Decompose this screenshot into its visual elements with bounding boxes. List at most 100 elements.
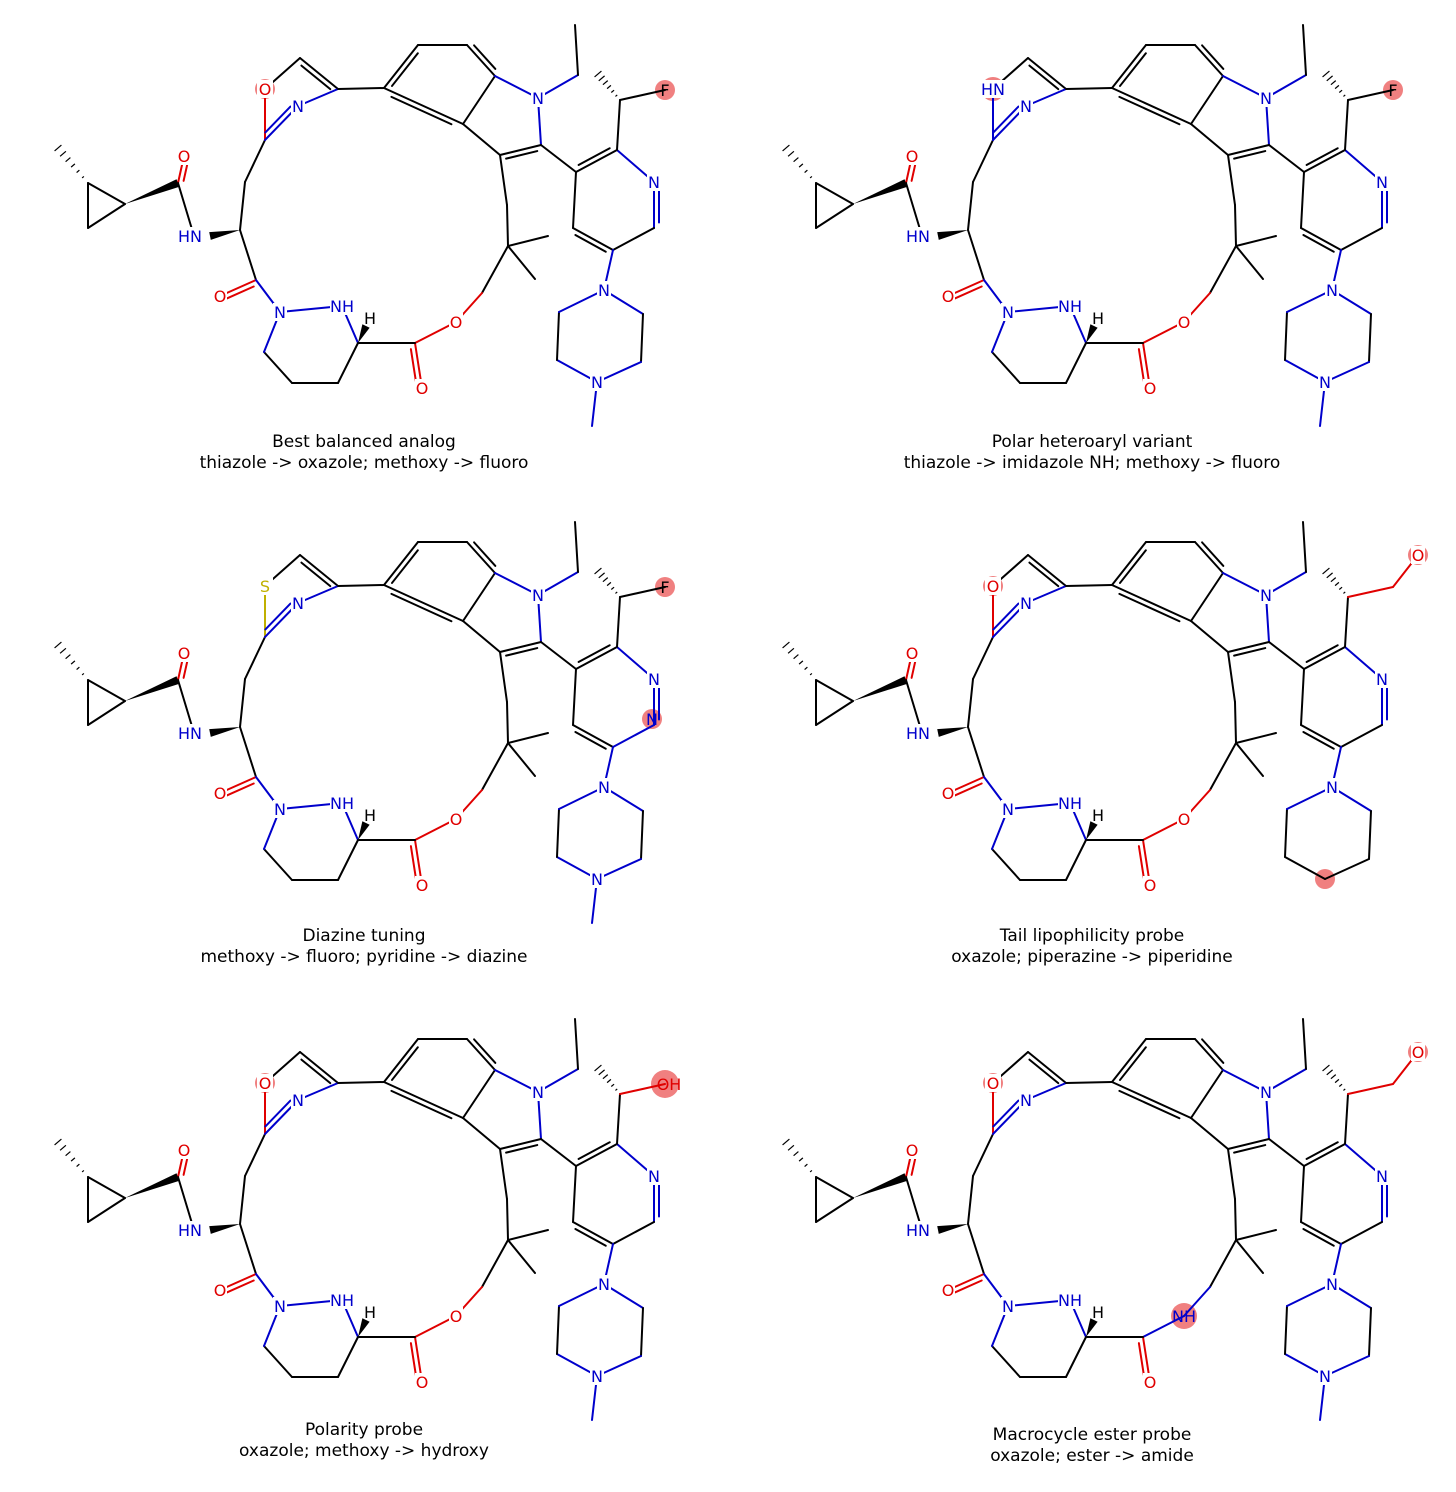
six-ring-bond [1300, 668, 1305, 726]
ketone-bond-second [225, 285, 255, 300]
side-chain-bond [616, 99, 621, 151]
six-ring-bond [1303, 1143, 1346, 1167]
cyclopropane-wedge-bond [853, 676, 908, 701]
hydrazine-ring-bond [991, 848, 1021, 881]
stereo-h-wedge [1086, 1318, 1098, 1337]
cyclopropane-wedge-bond [125, 676, 180, 701]
hydrazine-n-label: N [274, 1297, 286, 1316]
hydrazine-nh-label: NH [1058, 297, 1082, 316]
hydrazine-ring-bond [991, 351, 1021, 384]
benzo-bond [383, 584, 464, 622]
macrocycle-bond [1227, 1148, 1236, 1200]
ring5-double-bond [1027, 57, 1067, 90]
cyclopropane-bond [87, 679, 126, 702]
pyrrole-double-bond [499, 144, 542, 156]
alpha-wedge-bond [209, 1224, 240, 1234]
gem-methyl-bond [1235, 732, 1277, 744]
macrocycle-bond [481, 1239, 509, 1288]
benzo-bond-second [390, 95, 453, 126]
side-chain-bond [1344, 99, 1349, 151]
gem-methyl-bond [1235, 235, 1277, 247]
tail-ring-bond [556, 1305, 560, 1355]
aryl-link-bond [1268, 144, 1305, 173]
hydrazine-ring-bond [263, 848, 293, 881]
benzo-bond [466, 1038, 496, 1071]
ester-carbonyl-bond-second [1137, 1342, 1146, 1379]
benzo-bond-second [1118, 1089, 1181, 1120]
benzo-bond [1111, 541, 1147, 586]
tail-n4-label: N [591, 373, 603, 392]
methyl-hash-bond [54, 144, 89, 184]
hydrazine-ring-bond [337, 839, 359, 881]
hydrazine-ring-bond [1065, 1336, 1087, 1378]
tail-n-label: N [1326, 778, 1338, 797]
ester-carbonyl-bond-second [409, 348, 418, 385]
pyrrole-double-bond [499, 1138, 542, 1150]
ester-carbonyl-bond-second [409, 1342, 418, 1379]
ring5-cn-double-bond-second [264, 602, 292, 631]
tail-ring-bond [558, 786, 605, 810]
biaryl-bond [1065, 1081, 1113, 1084]
amide-o-label: O [178, 644, 191, 663]
hydrazine-nh-label: NH [1058, 794, 1082, 813]
ketone-o-label: O [942, 1281, 955, 1300]
pyrrole-bond [1222, 572, 1267, 596]
aryl-link-bond [540, 144, 577, 173]
stereo-h-wedge [358, 324, 370, 343]
benzo-bond-second [1118, 592, 1181, 623]
cyclopropane-wedge-bond [125, 1173, 180, 1198]
n-ethyl-bond [1302, 24, 1307, 76]
six-ring-bond [572, 227, 614, 251]
benzo-bond-second [391, 549, 419, 584]
ester-carbonyl-bond-second [1137, 845, 1146, 882]
methyl-hash-bond [782, 641, 817, 681]
ring-n-label: N [292, 97, 304, 116]
pyrrole-bond [494, 75, 539, 99]
six-ring-n-label: N [1376, 173, 1388, 192]
gem-methyl-bond [1235, 1239, 1264, 1274]
tail-n-label: N [598, 778, 610, 797]
six-ring-n-label: N [648, 1167, 660, 1186]
tail-n-label: N [598, 1275, 610, 1294]
six-ring-bond [575, 646, 618, 670]
tail-n-label: N [1326, 1275, 1338, 1294]
gem-methyl-bond [507, 245, 536, 280]
side-chain-bond [616, 596, 621, 648]
ketone-bond-second [953, 1279, 983, 1294]
tail-ring-bond [1368, 313, 1372, 363]
tail-ring-bond [1284, 1305, 1288, 1355]
cyclopropane-bond [815, 203, 854, 229]
macrocycle-bond [506, 701, 509, 744]
six-ring-bond [572, 1165, 577, 1223]
ester-carbonyl-o-label: O [416, 379, 429, 398]
diazine-n2-label: N [646, 710, 658, 729]
tail-ring-bond [1286, 786, 1333, 810]
backbone-bond [239, 1223, 257, 1275]
pyrrole-bond [1222, 75, 1267, 99]
backbone-bond [967, 1223, 985, 1275]
tail-n4-label: N [1319, 1367, 1331, 1386]
ring-n-label: N [1020, 1091, 1032, 1110]
macrocycle-bond [499, 1148, 508, 1200]
macrocycle-bond [1227, 651, 1236, 703]
ring5-double-bond [299, 57, 339, 90]
tail-ring-bond [596, 361, 642, 383]
six-ring-bond [572, 171, 577, 229]
hydrazine-ring-bond [337, 342, 359, 384]
macrocycle-bond [506, 1198, 509, 1241]
pyrrole-double-bond [1227, 144, 1270, 156]
macrocycle-bond [506, 204, 509, 247]
ketone-o-label: O [942, 287, 955, 306]
nh-amide-label: HN [178, 724, 202, 743]
caption-title: Best balanced analog [272, 432, 456, 452]
macrocycle-linker-label: NH [1172, 1307, 1196, 1326]
backbone-bond [239, 229, 257, 281]
pyrrole-double-bond [1227, 1138, 1270, 1150]
side-chain-bond [1347, 89, 1394, 101]
backbone-bond [239, 1175, 246, 1225]
